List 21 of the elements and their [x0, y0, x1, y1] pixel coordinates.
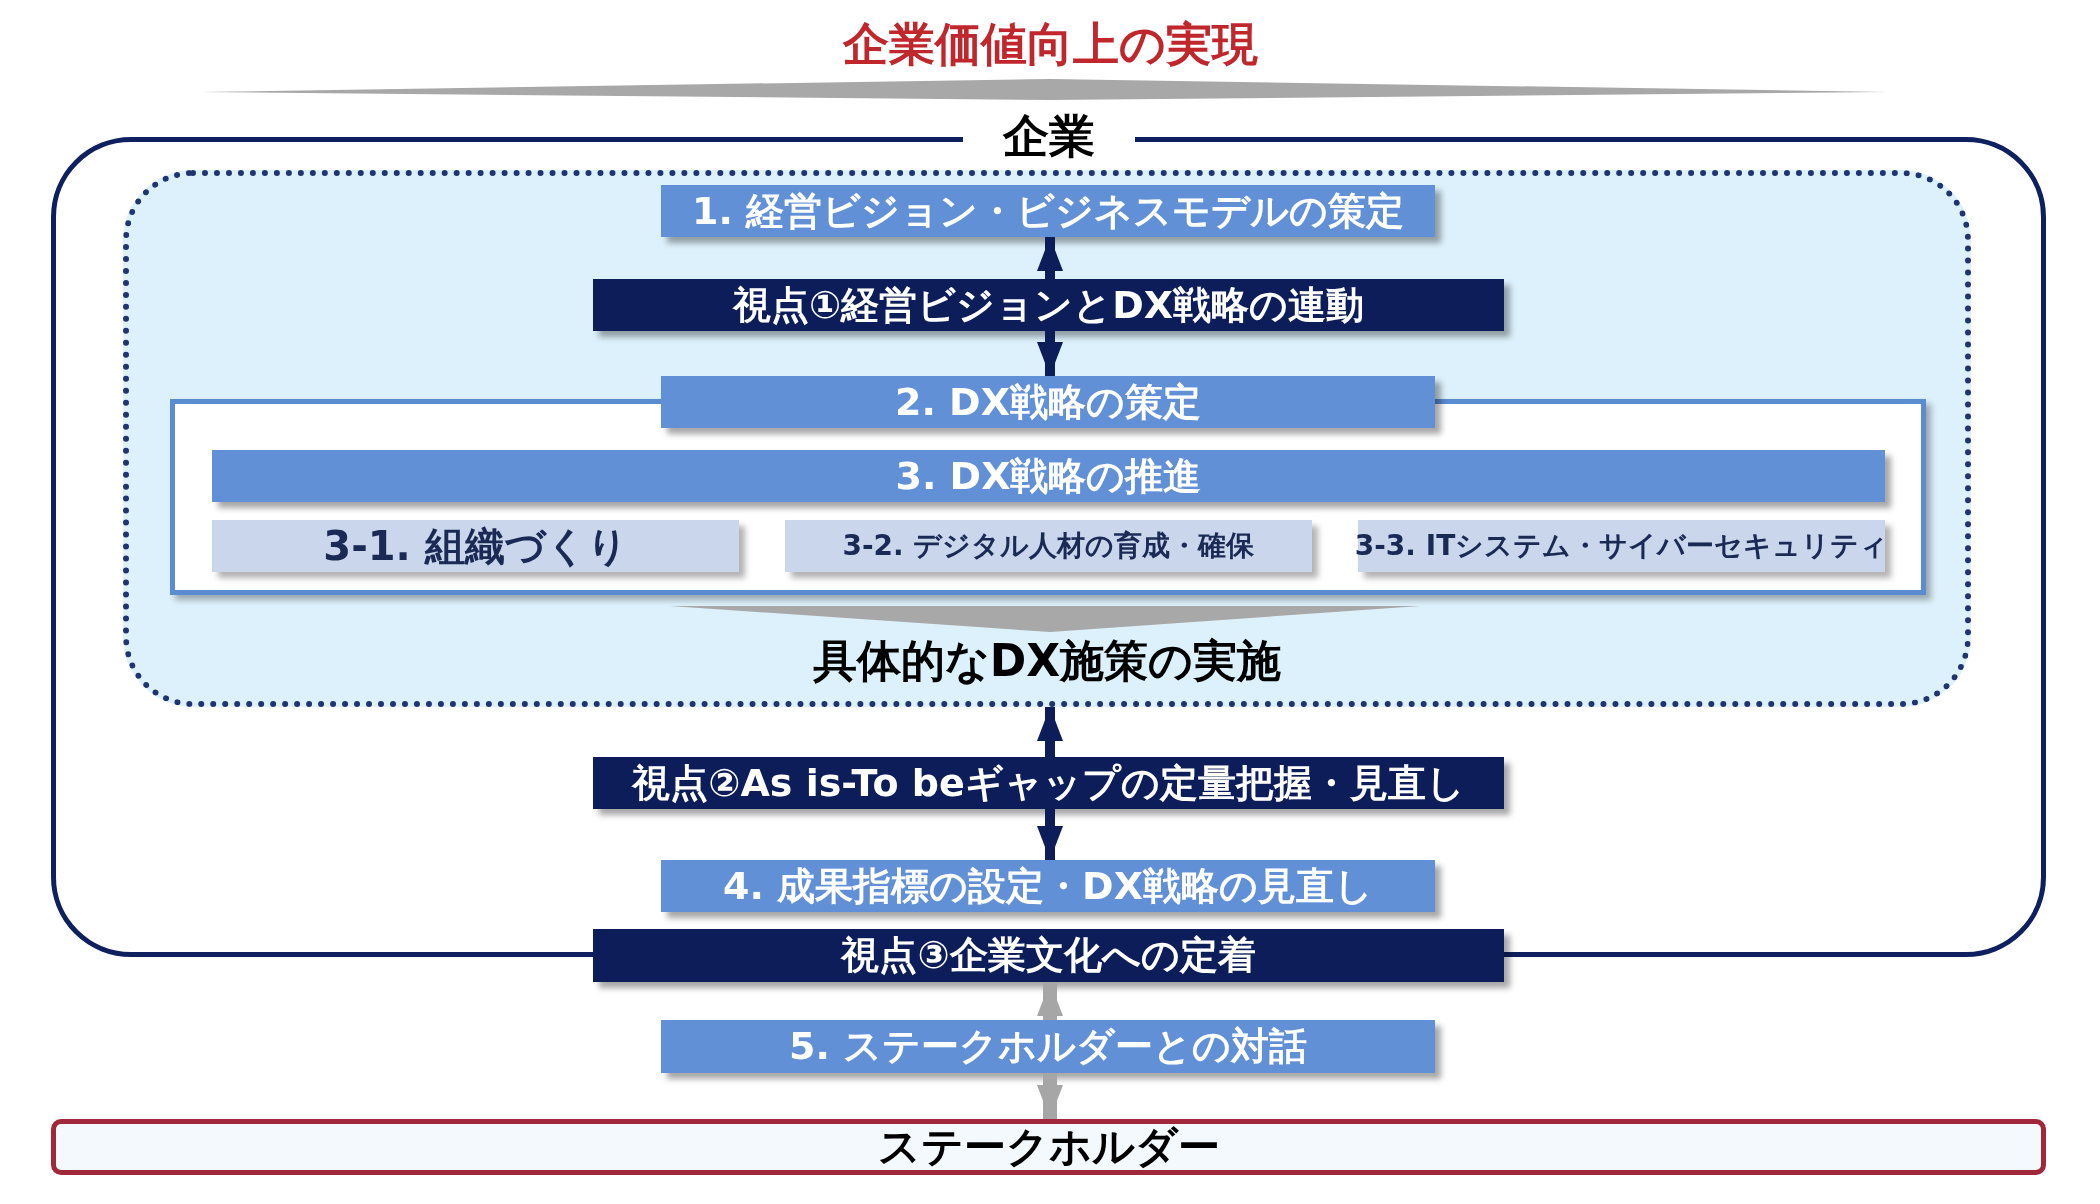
title: 企業価値向上の実現 — [842, 16, 1258, 73]
process-box: 1. 経営ビジョン・ビジネスモデルの策定 — [661, 185, 1435, 237]
arrow — [1037, 1073, 1063, 1119]
arrow — [1037, 331, 1063, 376]
process-box: 3-2. デジタル人材の育成・確保 — [785, 520, 1312, 572]
arrow — [1037, 707, 1063, 757]
stakeholder-bar: ステークホルダー — [51, 1119, 2046, 1175]
process-box: 2. DX戦略の策定 — [661, 376, 1435, 428]
process-box: 3-1. 組織づくり — [212, 520, 739, 572]
process-box: 3. DX戦略の推進 — [212, 450, 1885, 502]
arrow — [1037, 237, 1063, 279]
process-box: 5. ステークホルダーとの対話 — [661, 1020, 1435, 1073]
viewpoint-banner: 視点③企業文化への定着 — [593, 929, 1504, 982]
viewpoint-banner: 視点②As is-To beギャップの定量把握・見直し — [593, 757, 1504, 809]
arrow — [1037, 809, 1063, 860]
section-heading: 具体的なDX施策の実施 — [812, 634, 1282, 688]
arrow — [1037, 982, 1063, 1020]
dotted-region — [123, 170, 1971, 707]
viewpoint-banner: 視点①経営ビジョンとDX戦略の連動 — [593, 279, 1504, 331]
process-box: 4. 成果指標の設定・DX戦略の見直し — [661, 860, 1435, 912]
process-box: 3-3. ITシステム・サイバーセキュリティ — [1358, 520, 1885, 572]
